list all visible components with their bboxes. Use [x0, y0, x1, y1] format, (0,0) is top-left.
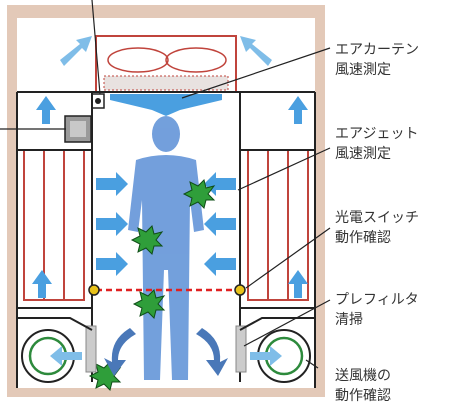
prefilter-icon: [235, 325, 247, 373]
exhaust-arrow-icon: [60, 36, 272, 66]
label-photo-switch: 光電スイッチ 動作確認: [335, 210, 419, 246]
photo-switch-icon: [88, 284, 100, 296]
label-prefilter: プレフィルタ 清掃: [335, 292, 419, 328]
upflow-arrow-icon: [32, 96, 308, 298]
return-arrow-icon: [104, 328, 228, 376]
air-jet-arrow-icon: [96, 172, 236, 276]
label-air-jet: エアジェット 風速測定: [335, 126, 419, 162]
blower-icon: [21, 329, 311, 383]
prefilter-icon: [85, 325, 97, 373]
callout-leaders: [0, 0, 331, 369]
blower-arrow-icon: [50, 346, 282, 366]
label-air-curtain: エアカーテン 風速測定: [335, 42, 419, 78]
person-silhouette: [128, 116, 204, 380]
photo-switch-icon: [234, 284, 246, 296]
ceiling-fan-unit: [95, 35, 237, 93]
label-blower: 送風機の 動作確認: [335, 368, 391, 404]
air-curtain-arrow-icon: [110, 94, 222, 116]
germ-icon: [88, 179, 216, 391]
